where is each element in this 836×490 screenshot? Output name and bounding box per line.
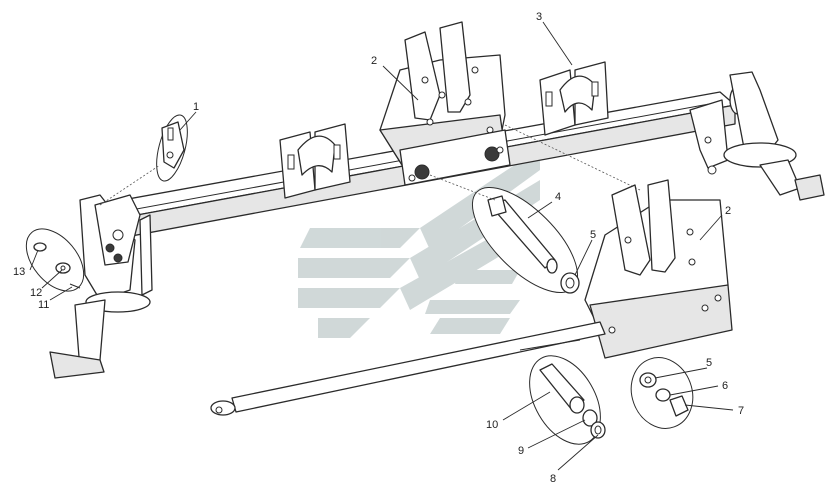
callout-2-lower: 2 bbox=[725, 205, 731, 217]
callout-labels: 1 2 3 4 5 2 5 6 7 8 9 10 11 12 13 bbox=[13, 11, 744, 485]
callout-9: 9 bbox=[518, 445, 524, 457]
saddle-clamp-left bbox=[279, 123, 351, 199]
callout-12: 12 bbox=[30, 287, 42, 299]
bracket-lower bbox=[584, 179, 733, 359]
tie-rod bbox=[210, 321, 606, 416]
callout-11: 11 bbox=[38, 299, 49, 311]
part-5-washer-upper bbox=[560, 272, 580, 294]
center-mount-plate bbox=[399, 129, 511, 186]
parts-8-10-sleeve bbox=[529, 355, 606, 445]
callout-2-upper: 2 bbox=[371, 55, 377, 67]
parts-5-7-nut-washer bbox=[630, 357, 694, 429]
parts-11-13-fasteners bbox=[25, 228, 85, 292]
part-1-latch bbox=[156, 114, 188, 182]
leader-lines bbox=[29, 21, 734, 471]
left-end-bracket bbox=[49, 194, 153, 379]
callout-10: 10 bbox=[486, 419, 498, 431]
callout-3: 3 bbox=[536, 11, 542, 23]
callout-13: 13 bbox=[13, 266, 25, 278]
callout-6: 6 bbox=[722, 380, 728, 392]
callout-1: 1 bbox=[193, 101, 199, 113]
callout-5-upper: 5 bbox=[590, 229, 596, 241]
callout-8: 8 bbox=[550, 473, 556, 485]
callout-7: 7 bbox=[738, 405, 744, 417]
callout-5-lower: 5 bbox=[706, 357, 712, 369]
saddle-clamp-right bbox=[539, 61, 609, 136]
right-end-bracket bbox=[689, 71, 825, 201]
callout-4: 4 bbox=[555, 191, 561, 203]
